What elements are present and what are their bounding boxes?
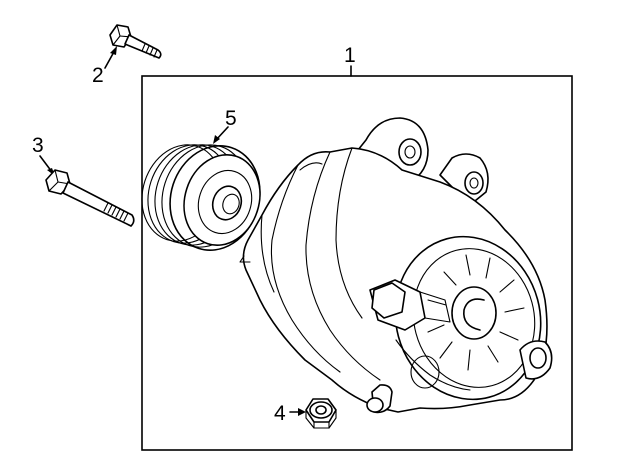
callout-5[interactable]: 5 [225, 107, 237, 130]
assembly-frame [141, 75, 573, 451]
rear-fan-ribs [427, 254, 525, 371]
pulley-drawing [141, 144, 261, 252]
callout-4[interactable]: 4 [274, 402, 286, 425]
nut-drawing [305, 398, 337, 429]
callout-5-arrowhead [213, 135, 220, 144]
bolt-part-2[interactable]: 2 [92, 24, 162, 87]
nut-part-4[interactable]: 4 [274, 398, 337, 429]
bolt-3-drawing [45, 169, 135, 227]
callout-1-group[interactable]: 1 [344, 44, 356, 77]
callout-4-arrowhead [298, 408, 306, 416]
alternator-drawing [239, 117, 553, 414]
bolt-part-3[interactable]: 3 [32, 134, 135, 227]
callout-2-arrowhead [110, 46, 117, 55]
callout-2[interactable]: 2 [92, 64, 104, 87]
callout-1[interactable]: 1 [344, 44, 356, 67]
callout-3[interactable]: 3 [32, 134, 44, 157]
pulley-part-5[interactable]: 5 [130, 107, 273, 262]
alternator-part-1[interactable] [239, 117, 559, 416]
bolt-2-drawing [109, 24, 162, 59]
